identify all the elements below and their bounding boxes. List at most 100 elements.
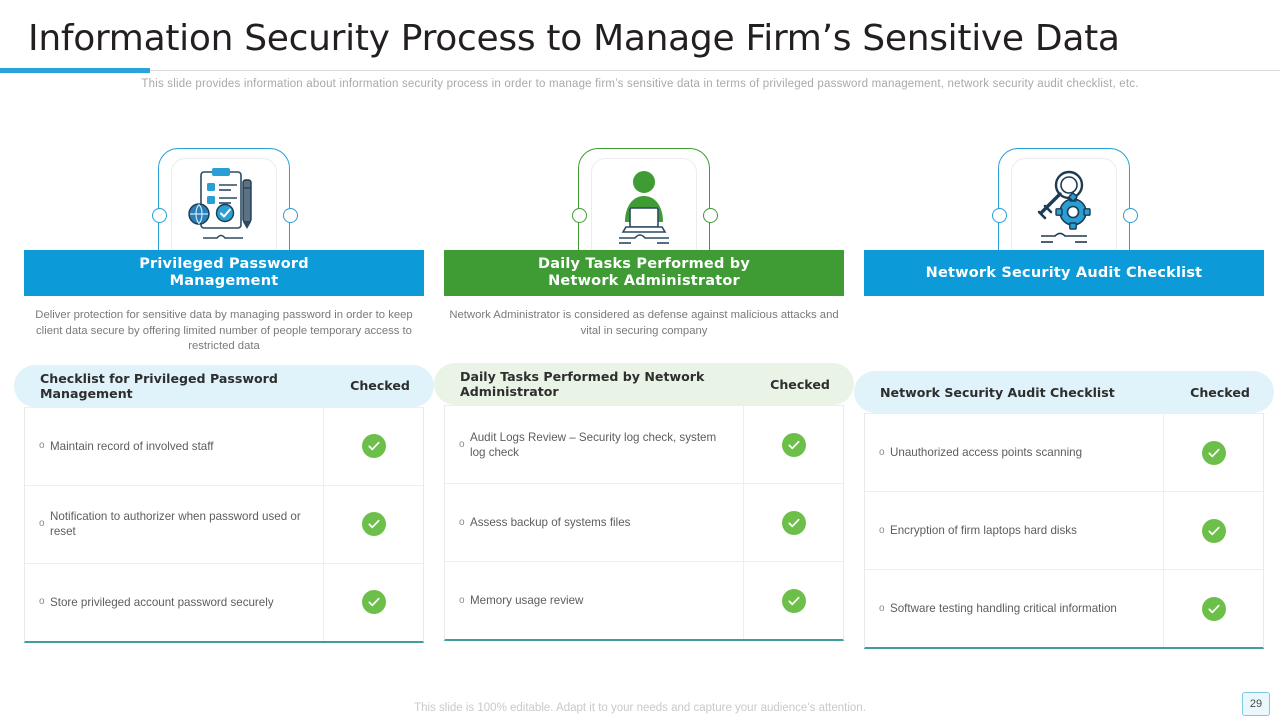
column-description-1: Deliver protection for sensitive data by… — [35, 309, 413, 352]
clipboard-checklist-pencil-icon — [181, 166, 267, 250]
bullet-icon: o — [39, 440, 45, 451]
table-header-checked-2: Checked — [770, 376, 830, 392]
row-text-cell: o Audit Logs Review – Security log check… — [445, 406, 744, 483]
column-daily-tasks-network-administrator: Daily Tasks Performed by Network Adminis… — [434, 140, 854, 641]
bracket-outline-2 — [578, 148, 710, 253]
row-text-cell: o Maintain record of involved staff — [25, 407, 324, 485]
row-text-cell: o Notification to authorizer when passwo… — [25, 485, 324, 563]
row-check-cell[interactable] — [744, 562, 843, 639]
bullet-icon: o — [39, 596, 45, 607]
row-text-cell: o Store privileged account password secu… — [25, 563, 324, 641]
row-check-cell[interactable] — [324, 408, 423, 485]
title-divider-rule — [150, 70, 1280, 71]
table-row[interactable]: o Memory usage review — [445, 561, 843, 639]
check-circle-icon — [361, 434, 386, 458]
footer-note: This slide is 100% editable. Adapt it to… — [414, 702, 866, 714]
row-text-cell: o Software testing handling critical inf… — [865, 570, 1164, 647]
connector-node-left-3 — [992, 208, 1007, 223]
bullet-icon: o — [459, 594, 465, 606]
table-header-label-2: Daily Tasks Performed by Network Adminis… — [460, 369, 705, 399]
column-title-line1: Network Security Audit Checklist — [925, 264, 1203, 281]
icon-frame-2 — [434, 140, 854, 259]
column-title-bar-2: Daily Tasks Performed by Network Adminis… — [444, 250, 844, 296]
table-row[interactable]: o Encryption of firm laptops hard disks — [865, 491, 1263, 569]
row-label: Notification to authorizer when password… — [50, 510, 301, 538]
check-circle-icon — [361, 590, 386, 614]
title-accent-underline — [0, 68, 150, 73]
icon-frame-3 — [854, 140, 1274, 259]
bullet-icon: o — [459, 516, 465, 528]
check-circle-icon — [361, 512, 386, 536]
row-text-cell: o Unauthorized access points scanning — [865, 414, 1164, 491]
checklist-table-2: Daily Tasks Performed by Network Adminis… — [434, 363, 854, 641]
table-header-1: Checklist for Privileged Password Manage… — [14, 364, 434, 407]
checklist-table-3: Network Security Audit Checklist Checked… — [854, 371, 1274, 649]
icon-frame-1 — [14, 140, 434, 259]
connector-node-right-2 — [703, 208, 718, 223]
row-text-cell: o Encryption of firm laptops hard disks — [865, 492, 1164, 569]
check-circle-icon — [1201, 518, 1226, 543]
table-header-checked-3: Checked — [1190, 384, 1250, 400]
table-row[interactable]: o Assess backup of systems files — [445, 483, 843, 561]
row-check-cell[interactable] — [1164, 570, 1263, 647]
connector-node-left-1 — [152, 208, 167, 223]
table-row[interactable]: o Maintain record of involved staff — [25, 406, 423, 485]
row-check-cell[interactable] — [744, 406, 843, 483]
row-label: Assess backup of systems files — [470, 516, 631, 529]
table-header-2: Daily Tasks Performed by Network Adminis… — [434, 363, 854, 405]
page-title: Information Security Process to Manage F… — [28, 18, 1120, 59]
row-check-cell[interactable] — [1164, 492, 1263, 569]
checklist-table-1: Checklist for Privileged Password Manage… — [14, 364, 434, 643]
table-body-2: o Audit Logs Review – Security log check… — [444, 405, 844, 641]
row-label: Encryption of firm laptops hard disks — [890, 524, 1077, 537]
column-title-bar-1: Privileged Password Management — [24, 250, 424, 296]
row-check-cell[interactable] — [1164, 414, 1263, 491]
page-number-badge: 29 — [1242, 692, 1270, 716]
table-header-label-3: Network Security Audit Checklist — [880, 384, 1115, 400]
bracket-outline-3 — [998, 148, 1130, 253]
table-header-label-1: Checklist for Privileged Password Manage… — [40, 370, 278, 401]
row-check-cell[interactable] — [324, 486, 423, 563]
bullet-icon: o — [459, 438, 465, 450]
column-description-2: Network Administrator is considered as d… — [449, 309, 839, 337]
row-check-cell[interactable] — [324, 564, 423, 641]
column-privileged-password-management: Privileged Password Management Deliver p… — [14, 140, 434, 643]
row-text-cell: o Assess backup of systems files — [445, 484, 744, 561]
table-body-1: o Maintain record of involved staff o No… — [24, 406, 424, 643]
table-body-3: o Unauthorized access points scanning o … — [864, 413, 1264, 649]
bullet-icon: o — [879, 524, 885, 536]
check-circle-icon — [781, 510, 806, 535]
row-label: Maintain record of involved staff — [50, 439, 214, 453]
column-network-security-audit-checklist: Network Security Audit Checklist Network… — [854, 140, 1274, 649]
table-row[interactable]: o Notification to authorizer when passwo… — [25, 484, 423, 563]
connector-node-right-1 — [283, 208, 298, 223]
row-label: Software testing handling critical infor… — [890, 602, 1117, 615]
check-circle-icon — [1201, 440, 1226, 465]
row-label: Audit Logs Review – Security log check, … — [470, 430, 717, 459]
table-row[interactable]: o Audit Logs Review – Security log check… — [445, 405, 843, 483]
row-label: Memory usage review — [470, 594, 584, 607]
column-title-line1: Daily Tasks Performed by — [537, 256, 751, 272]
row-text-cell: o Memory usage review — [445, 562, 744, 639]
column-title-line2: Management — [169, 273, 279, 289]
table-row[interactable]: o Unauthorized access points scanning — [865, 413, 1263, 491]
row-check-cell[interactable] — [744, 484, 843, 561]
row-label: Unauthorized access points scanning — [890, 446, 1083, 459]
table-row[interactable]: o Store privileged account password secu… — [25, 562, 423, 641]
connector-node-right-3 — [1123, 208, 1138, 223]
table-header-3: Network Security Audit Checklist Checked — [854, 371, 1274, 413]
column-title-line2: Network Administrator — [548, 273, 740, 289]
bullet-icon: o — [879, 446, 885, 458]
bullet-icon: o — [879, 602, 885, 614]
key-gear-magnifier-icon — [1021, 166, 1107, 250]
bracket-outline-1 — [158, 148, 290, 253]
table-row[interactable]: o Software testing handling critical inf… — [865, 569, 1263, 647]
check-circle-icon — [1201, 596, 1226, 621]
table-header-checked-1: Checked — [350, 378, 410, 393]
administrator-at-laptop-icon — [601, 166, 687, 250]
page-subtitle: This slide provides information about in… — [141, 78, 1139, 90]
check-circle-icon — [781, 432, 806, 457]
bullet-icon: o — [39, 518, 45, 529]
row-label: Store privileged account password secure… — [50, 595, 274, 609]
connector-node-left-2 — [572, 208, 587, 223]
